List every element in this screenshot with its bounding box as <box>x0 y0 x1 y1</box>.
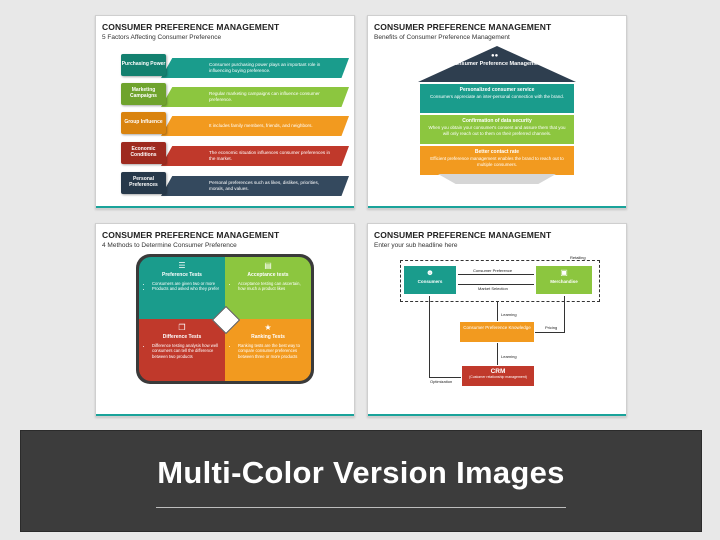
slide-title: CONSUMER PREFERENCE MANAGEMENT <box>102 22 280 32</box>
flow-label: Learning <box>501 354 517 359</box>
method-difference-tests: ❐ Difference Tests Difference testing an… <box>139 319 225 381</box>
squares-icon: ❐ <box>178 323 186 332</box>
benefit-data-security: Confirmation of data security When you o… <box>420 115 574 144</box>
slide-accent-line <box>96 414 354 416</box>
arrow-optimization-horizontal <box>429 377 461 378</box>
arrow-learning-2 <box>497 343 498 365</box>
benefit-title: Confirmation of data security <box>462 118 532 124</box>
arrow-learning-1 <box>497 301 498 321</box>
factor-label: Economic Conditions <box>121 142 166 164</box>
arrow-pricing-horizontal <box>535 332 565 333</box>
benefit-title: Better contact rate <box>474 149 520 155</box>
crm-node: CRM (Customer relationship management) <box>462 366 534 386</box>
method-acceptance-tests: ▤ Acceptance tests Acceptance testing ca… <box>225 257 311 319</box>
method-title: Acceptance tests <box>247 272 289 279</box>
slide-accent-line <box>368 414 626 416</box>
flow-label: Market Selection <box>478 286 508 291</box>
people-icon: ☻ <box>425 268 435 277</box>
factor-economic-conditions: The economic situation influences consum… <box>121 142 349 166</box>
retailing-label: Retailing <box>568 255 588 260</box>
arrow-consumer-preference <box>458 274 534 275</box>
arrow-market-selection <box>458 284 534 285</box>
flow-label: Consumer Preference <box>473 268 513 273</box>
factor-personal-preferences: Personal preferences such as likes, disl… <box>121 172 349 196</box>
factor-label: Group Influence <box>121 112 166 134</box>
factor-text: The economic situation influences consum… <box>161 146 349 166</box>
gift-icon: ▣ <box>560 268 568 277</box>
document-icon: ▤ <box>264 261 272 270</box>
knowledge-node: Consumer Preference Knowledge <box>460 322 534 342</box>
slide-subtitle: Enter your sub headline here <box>374 242 458 249</box>
node-label: Consumers <box>417 279 443 284</box>
factor-marketing-campaigns: Regular marketing campaigns can influenc… <box>121 83 349 107</box>
crm-sublabel: (Customer relationship management) <box>469 375 527 379</box>
node-label: Merchandise <box>550 279 578 284</box>
node-label: Consumer Preference Knowledge <box>463 325 531 330</box>
benefit-personalized-service: Personalized consumer service Consumers … <box>420 84 574 113</box>
crm-label: CRM <box>490 368 506 375</box>
flow-label: Optimization <box>430 379 453 384</box>
slide-subtitle: 4 Methods to Determine Consumer Preferen… <box>102 242 237 249</box>
roof-label: Consumer Preference Management <box>450 61 544 67</box>
sliders-icon: ☰ <box>178 261 186 270</box>
method-title: Preference Tests <box>162 272 202 279</box>
slide-thumbnail-factors[interactable]: CONSUMER PREFERENCE MANAGEMENT 5 Factors… <box>95 15 355 209</box>
slide-title: CONSUMER PREFERENCE MANAGEMENT <box>102 230 280 240</box>
slide-thumbnail-crm-flow[interactable]: CONSUMER PREFERENCE MANAGEMENT Enter you… <box>367 223 627 417</box>
flow-label: Learning <box>501 312 517 317</box>
consumers-node: ☻ Consumers <box>404 266 456 294</box>
slide-subtitle: Benefits of Consumer Preference Manageme… <box>374 34 510 41</box>
method-point: Products and asked who they prefer <box>152 286 220 291</box>
slide-thumbnail-methods[interactable]: CONSUMER PREFERENCE MANAGEMENT 4 Methods… <box>95 223 355 417</box>
factor-text: It includes family members, friends, and… <box>161 116 349 136</box>
slide-thumbnail-benefits[interactable]: CONSUMER PREFERENCE MANAGEMENT Benefits … <box>367 15 627 209</box>
flow-label: Pricing <box>545 325 558 330</box>
method-title: Ranking Tests <box>251 334 285 341</box>
benefit-text: Consumers appreciate an inter-personal c… <box>429 94 565 100</box>
arrow-pricing <box>564 296 565 332</box>
slide-accent-line <box>368 206 626 208</box>
method-point: Ranking tests are the best way to compar… <box>238 343 306 359</box>
merchandise-node: ▣ Merchandise <box>536 266 592 294</box>
banner-divider <box>156 507 566 508</box>
benefit-text: Efficient preference management enables … <box>430 156 564 167</box>
factor-label: Personal Preferences <box>121 172 166 194</box>
factor-text: Consumer purchasing power plays an impor… <box>161 58 349 78</box>
banner-title: Multi-Color Version Images <box>157 455 565 490</box>
benefit-text: When you obtain your consumer's consent … <box>428 125 566 136</box>
people-icon: ●● <box>491 53 499 59</box>
retailing-box <box>400 260 600 302</box>
method-preference-tests: ☰ Preference Tests Consumers are given t… <box>139 257 225 319</box>
method-point: Consumers are given two or more <box>152 281 220 286</box>
benefit-title: Personalized consumer service <box>459 87 535 93</box>
slide-title: CONSUMER PREFERENCE MANAGEMENT <box>374 230 552 240</box>
factor-text: Regular marketing campaigns can influenc… <box>161 87 349 107</box>
banner: Multi-Color Version Images <box>20 430 702 532</box>
factor-group-influence: It includes family members, friends, and… <box>121 112 349 136</box>
arrow-optimization-vertical <box>429 296 430 378</box>
factor-label: Purchasing Power <box>121 54 166 76</box>
slide-accent-line <box>96 206 354 208</box>
method-ranking-tests: ★ Ranking Tests Ranking tests are the be… <box>225 319 311 381</box>
factor-label: Marketing Campaigns <box>121 83 166 105</box>
factor-text: Personal preferences such as likes, disl… <box>161 176 349 196</box>
method-point: Acceptance testing can ascertain, how mu… <box>238 281 306 292</box>
house-base-shadow <box>438 174 556 184</box>
slide-subtitle: 5 Factors Affecting Consumer Preference <box>102 34 222 41</box>
trophy-icon: ★ <box>264 323 272 332</box>
slide-title: CONSUMER PREFERENCE MANAGEMENT <box>374 22 552 32</box>
method-title: Difference Tests <box>162 334 202 341</box>
factor-purchasing-power: Consumer purchasing power plays an impor… <box>121 54 349 78</box>
benefit-contact-rate: Better contact rate Efficient preference… <box>420 146 574 175</box>
method-point: Difference testing analysis how well con… <box>152 343 220 359</box>
